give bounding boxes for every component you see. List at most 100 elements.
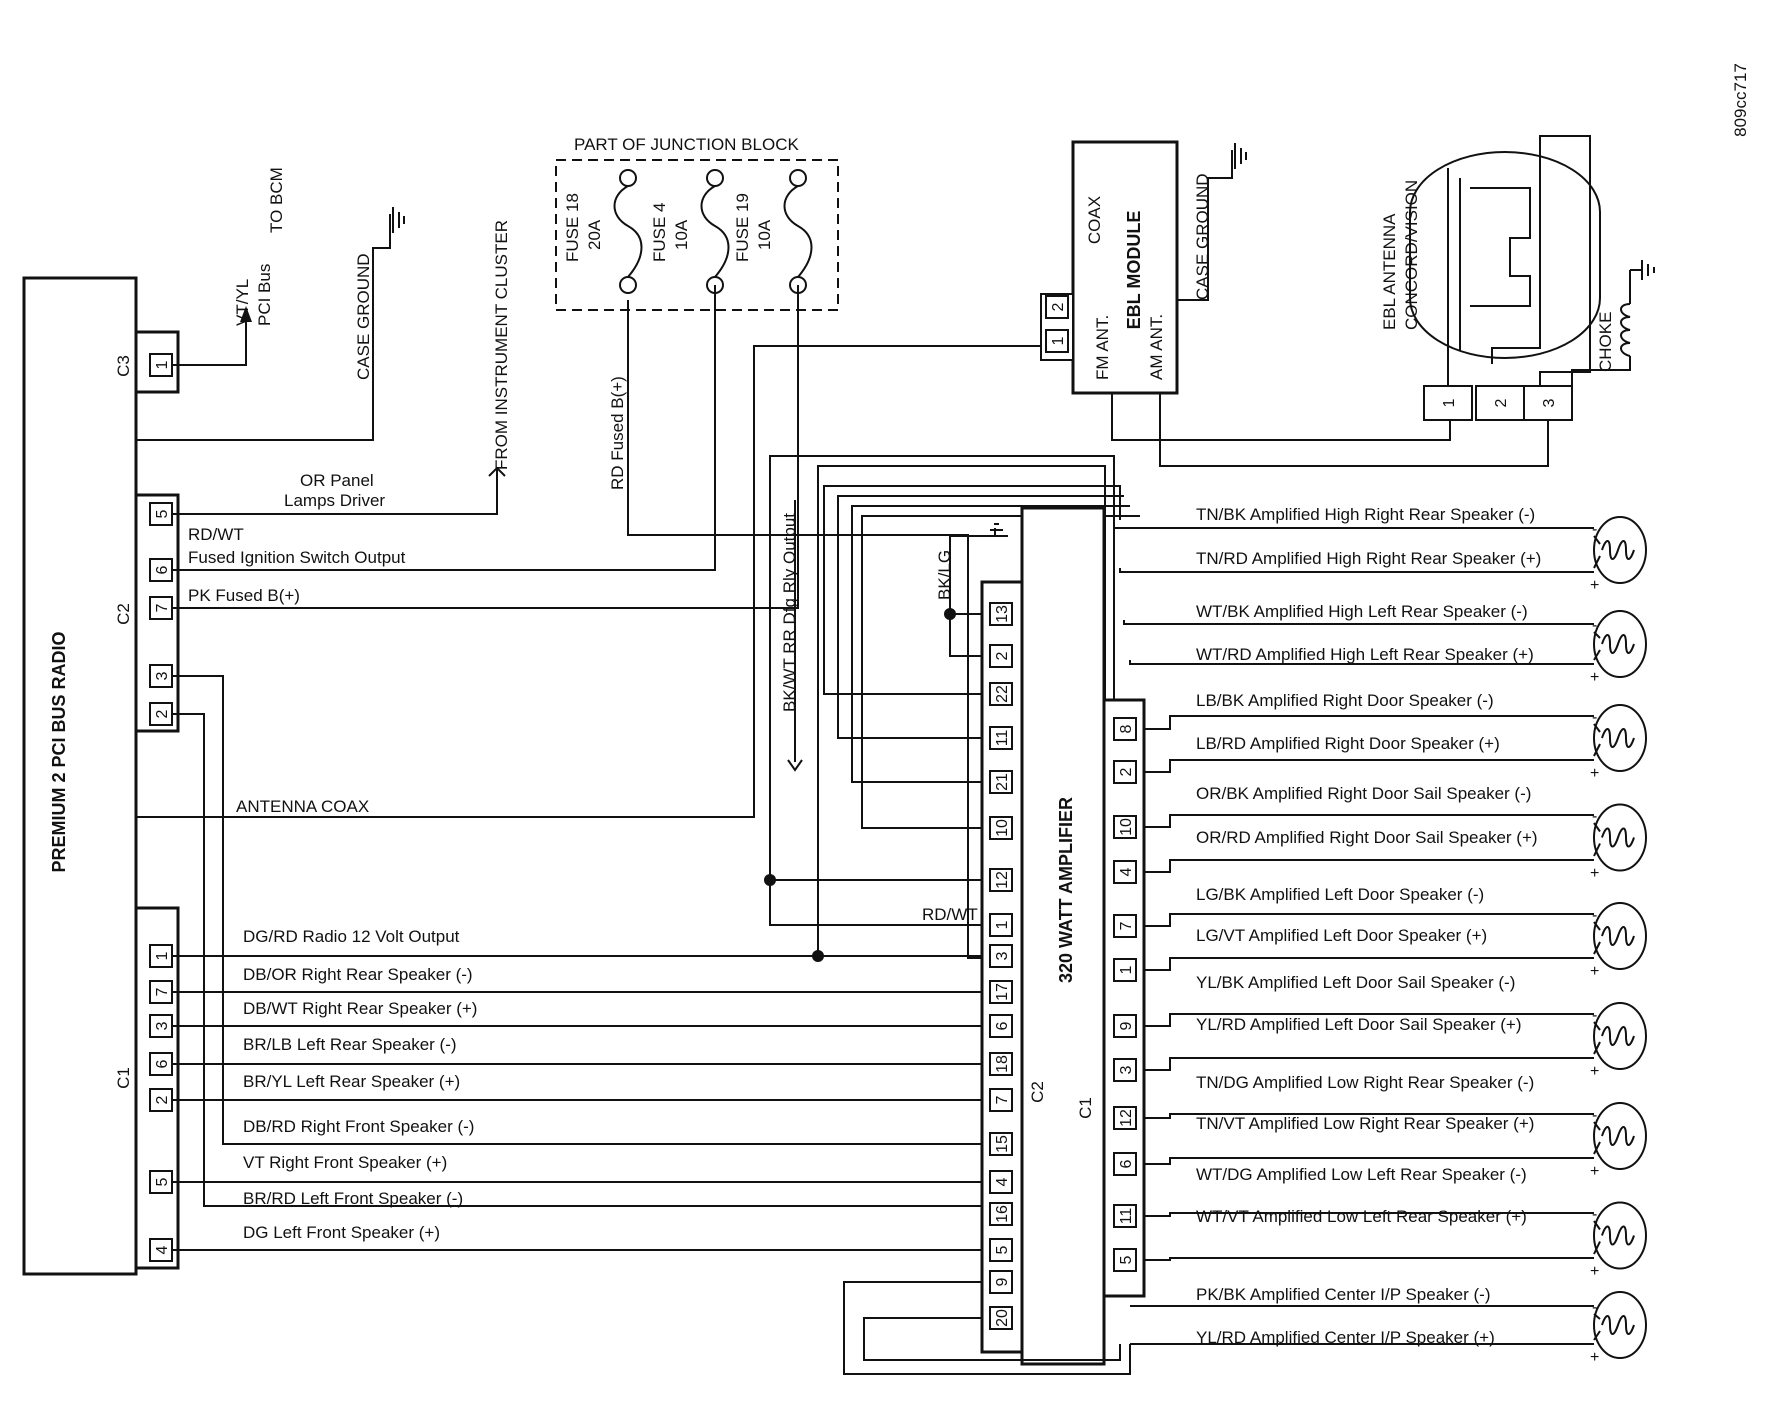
speaker-plus-mark: + [1590, 577, 1599, 594]
amp-c2-pin-box [989, 944, 1013, 968]
fuse-name: FUSE 19 [733, 193, 752, 262]
speaker-wire-label: LG/VT Amplified Left Door Speaker (+) [1196, 926, 1487, 945]
speaker-wire [1144, 715, 1594, 730]
radio-c2-pin: 5 [154, 509, 171, 518]
rd-wt-label: RD/WT [188, 525, 244, 544]
pk-fused-wire [172, 285, 799, 609]
speaker-plus-mark: + [1590, 1063, 1599, 1080]
speaker-wire-label: PK/BK Amplified Center I/P Speaker (-) [1196, 1285, 1490, 1304]
bklg-wire [949, 613, 995, 657]
amp-c2-pin: 22 [994, 685, 1011, 703]
bus-wire-f [861, 515, 1140, 829]
speaker-wire-label: WT/RD Amplified High Left Rear Speaker (… [1196, 645, 1534, 664]
amplifier: 320 WATT AMPLIFIER C2 C1 132221121101213… [980, 506, 1146, 1366]
panel-lamps-wire [172, 468, 498, 515]
speaker-wire-label: YL/RD Amplified Left Door Sail Speaker (… [1196, 1015, 1522, 1034]
from-cluster-label: FROM INSTRUMENT CLUSTER [492, 220, 511, 470]
bkwt-arrow [787, 759, 803, 772]
amp-c2-pin: 16 [994, 1205, 1011, 1223]
fuse-top-terminal [706, 169, 724, 187]
amp-c2-pin-box [989, 1202, 1013, 1226]
speaker-icon [1593, 803, 1647, 872]
fuse-bottom-terminal [619, 276, 637, 294]
speaker-coil [1601, 827, 1635, 848]
speaker-wire [1144, 1013, 1594, 1027]
speaker-wire-label: TN/BK Amplified High Right Rear Speaker … [1196, 505, 1535, 524]
to-bcm-label: TO BCM [267, 167, 286, 233]
speaker-wire-label: LG/BK Amplified Left Door Speaker (-) [1196, 885, 1484, 904]
speaker-coil [1601, 1225, 1635, 1246]
ebl-case-ground-label: CASE GROUND [1193, 173, 1212, 300]
speaker-wire-label: TN/VT Amplified Low Right Rear Speaker (… [1196, 1114, 1534, 1133]
speaker-wire [1144, 1257, 1594, 1261]
amp-c1-pin: 5 [1118, 1255, 1135, 1264]
radio-c2-pin: 3 [154, 671, 171, 680]
speaker-icon [1593, 1201, 1647, 1270]
speaker-plus-mark: + [1590, 765, 1599, 782]
speaker-wire [1144, 1057, 1594, 1071]
amp-c1-pin: 8 [1118, 724, 1135, 733]
speaker-wire-label: OR/BK Amplified Right Door Sail Speaker … [1196, 784, 1531, 803]
speaker-wire-label: WT/DG Amplified Low Left Rear Speaker (-… [1196, 1165, 1527, 1184]
fuse-name: FUSE 4 [650, 202, 669, 262]
splice-dot-2 [812, 950, 824, 962]
radio-c1-pin: 6 [154, 1059, 171, 1068]
speaker-icon [1593, 704, 1647, 772]
amp-c2-pin-box [989, 644, 1013, 668]
speaker-minus-mark: - [1592, 1107, 1597, 1124]
choke-wire [1571, 356, 1631, 386]
amp-c1-pin: 12 [1118, 1109, 1135, 1127]
am-ant-wire [1159, 393, 1549, 467]
amp-c2-pin-box [989, 868, 1013, 892]
antenna-pin-2: 2 [1493, 398, 1510, 407]
ebl-pin-2-box [1045, 295, 1069, 319]
pin20-wire [863, 1317, 1121, 1361]
amp-c2-pin: 7 [994, 1095, 1011, 1104]
amp-c1-pin-box [1113, 717, 1137, 741]
ebl-ground-wire [1177, 158, 1233, 301]
amp-c2-pin: 4 [994, 1177, 1011, 1186]
radio-wire-label: BR/LB Left Rear Speaker (-) [243, 1035, 457, 1054]
speaker-coil [1601, 634, 1635, 654]
lamps-driver-label: Lamps Driver [284, 491, 385, 510]
fuse-top-terminal [789, 169, 807, 187]
radio-c3-pin: 1 [154, 360, 171, 369]
speaker-wire-label: LB/RD Amplified Right Door Speaker (+) [1196, 734, 1500, 753]
amp-c2-pin-box [989, 1132, 1013, 1156]
amp-c2-pin-box [989, 1052, 1013, 1076]
antenna-pin-3: 3 [1541, 398, 1558, 407]
speaker-wire-label: YL/BK Amplified Left Door Sail Speaker (… [1196, 973, 1515, 992]
radio-wire-label: BR/RD Left Front Speaker (-) [243, 1189, 463, 1208]
amp-c1-pin-box [1113, 760, 1137, 784]
pin9-wire [843, 1281, 1131, 1375]
amp-c2-pin: 17 [994, 983, 1011, 1001]
choke-label: CHOKE [1596, 312, 1615, 372]
fuse-icon [613, 185, 643, 278]
speaker-wire [1129, 660, 1594, 665]
ebl-module-box [1071, 140, 1179, 395]
fuse-rating: 10A [755, 219, 774, 250]
radio-wire-label: VT Right Front Speaker (+) [243, 1153, 447, 1172]
or-panel-label: OR Panel [300, 471, 374, 490]
speaker-coil [1601, 1126, 1635, 1146]
radio-case-ground-label: CASE GROUND [354, 253, 373, 380]
amp-c2-pin: 1 [994, 920, 1011, 929]
diagram-code: 809cc717 [1731, 63, 1750, 137]
antenna-coax-label: ANTENNA COAX [236, 797, 369, 816]
vt-yl-label: VT/YL [233, 279, 252, 326]
pci-bus-wire [172, 318, 247, 366]
fuse-name: FUSE 18 [563, 193, 582, 262]
bus-wire-d [837, 495, 1124, 739]
radio-wire-label: DB/RD Right Front Speaker (-) [243, 1117, 474, 1136]
amp-c1-pin-box [1113, 1248, 1137, 1272]
amp-c1-pin: 9 [1118, 1021, 1135, 1030]
amplifier-title: 320 WATT AMPLIFIER [1056, 797, 1076, 983]
radio-wire-label: DB/OR Right Rear Speaker (-) [243, 965, 473, 984]
speaker-minus-mark: - [1592, 709, 1597, 726]
ebl-pin-1: 1 [1050, 336, 1067, 345]
ebl-fm-label: FM ANT. [1093, 315, 1112, 380]
amp-c1-pin-box [1113, 958, 1137, 982]
